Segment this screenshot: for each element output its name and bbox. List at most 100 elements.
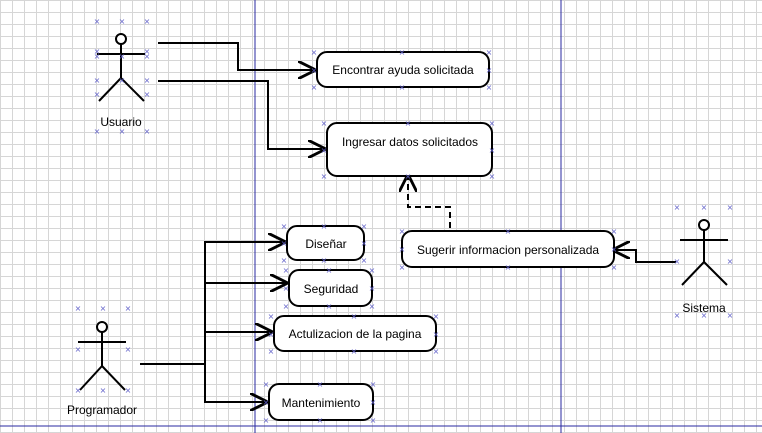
selection-handle-icon: × [370, 416, 377, 425]
usecase-encontrar-ayuda[interactable]: Encontrar ayuda solicitada [316, 51, 490, 88]
assoc-usuario-ingresar-datos[interactable] [158, 80, 324, 149]
selection-handle-icon: × [119, 17, 126, 26]
selection-handle-icon: × [489, 119, 496, 128]
associations [140, 42, 676, 402]
selection-handle-icon: × [144, 52, 151, 61]
selection-handle-icon: × [326, 302, 333, 311]
selection-handle-icon: × [263, 416, 270, 425]
selection-handle-icon: × [125, 386, 132, 395]
selection-handle-icon: × [125, 345, 132, 354]
assoc-sistema-sugerir-info[interactable] [614, 250, 676, 263]
selection-handle-icon: × [486, 83, 493, 92]
selection-handle-icon: × [433, 347, 440, 356]
usecase-box[interactable] [268, 383, 374, 421]
assoc-usuario-encontrar-ayuda[interactable] [158, 42, 314, 70]
selection-handle-icon: × [94, 127, 101, 136]
selection-handle-icon: × [399, 227, 406, 236]
usecase-box[interactable] [326, 122, 493, 177]
selection-handle-icon: × [75, 304, 82, 313]
selection-handle-icon: × [94, 76, 101, 85]
assoc-programador-mantenimiento[interactable] [204, 364, 266, 402]
selection-handle-icon: × [283, 284, 290, 293]
selection-handle-icon: × [399, 263, 406, 272]
selection-handle-icon: × [263, 380, 270, 389]
selection-handle-icon: × [727, 203, 734, 212]
selection-handle-icon: × [505, 227, 512, 236]
selection-handle-icon: × [125, 304, 132, 313]
assoc-programador-disenar[interactable] [140, 242, 284, 365]
selection-handle-icon: × [399, 48, 406, 57]
selection-handle-icon: × [369, 284, 376, 293]
usecase-box[interactable] [273, 315, 437, 352]
selection-handle-icon: × [405, 172, 412, 181]
selection-handle-icon: × [611, 227, 618, 236]
actor-label: Programador [67, 403, 137, 417]
selection-handle-icon: × [370, 398, 377, 407]
actor-sistema[interactable]: Sistema [680, 219, 728, 315]
include-sugerir-ingresar[interactable] [408, 176, 451, 228]
selection-handle-icon: × [489, 146, 496, 155]
selection-handle-icon: × [321, 146, 328, 155]
usecase-label: Mantenimiento [282, 396, 361, 410]
selection-handle-icon: × [268, 347, 275, 356]
usecase-ingresar-datos[interactable]: Ingresar datos solicitados [326, 122, 493, 177]
selection-handle-icon: × [369, 302, 376, 311]
actor-usuario[interactable]: Usuario [97, 33, 145, 129]
stick-figure-icon [97, 33, 145, 102]
actor-label: Sistema [682, 301, 726, 315]
usecase-actualizacion[interactable]: Actulizacion de la pagina [273, 315, 437, 352]
selection-handle-icon: × [281, 256, 288, 265]
selection-handle-icon: × [361, 239, 368, 248]
selection-handle-icon: × [369, 266, 376, 275]
selection-handle-icon: × [701, 311, 708, 320]
selection-handle-icon: × [283, 266, 290, 275]
selection-handles: × × × × × × × × × × × × × × × × × × × × × × × × × × × × × × × × × × × × × × × ×… [75, 17, 734, 425]
selection-handle-icon: × [361, 222, 368, 231]
selection-handle-icon: × [100, 386, 107, 395]
selection-handle-icon: × [727, 311, 734, 320]
selection-handle-icon: × [611, 245, 618, 254]
selection-handle-icon: × [370, 380, 377, 389]
usecase-label: Encontrar ayuda solicitada [332, 63, 474, 77]
usecase-seguridad[interactable]: Seguridad [288, 269, 373, 307]
usecase-box[interactable] [286, 225, 365, 261]
selection-handle-icon: × [486, 48, 493, 57]
selection-handle-icon: × [505, 263, 512, 272]
selection-handle-icon: × [727, 257, 734, 266]
selection-handle-icon: × [311, 66, 318, 75]
selection-handle-icon: × [351, 312, 358, 321]
selection-handle-icon: × [489, 172, 496, 181]
selection-handle-icon: × [405, 119, 412, 128]
usecase-box[interactable] [288, 269, 373, 307]
assoc-programador-actualizacion[interactable] [204, 332, 271, 364]
usecase-label: Ingresar datos solicitados [342, 135, 478, 149]
selection-handle-icon: × [321, 222, 328, 231]
selection-handle-icon: × [351, 347, 358, 356]
selection-handle-icon: × [317, 416, 324, 425]
selection-handle-icon: × [268, 312, 275, 321]
selection-handle-icon: × [311, 83, 318, 92]
selection-handle-icon: × [361, 256, 368, 265]
selection-handle-icon: × [94, 47, 101, 56]
selection-handle-icon: × [674, 203, 681, 212]
actor-programador[interactable]: Programador [67, 321, 137, 417]
usecase-box[interactable] [316, 51, 490, 88]
usecase-box[interactable] [401, 230, 615, 268]
usecase-label: Diseñar [305, 237, 346, 251]
selection-handle-icon: × [321, 119, 328, 128]
usecase-sugerir-info[interactable]: Sugerir informacion personalizada [401, 230, 615, 268]
selection-handle-icon: × [433, 312, 440, 321]
selection-handle-icon: × [317, 380, 324, 389]
selection-handle-icon: × [674, 257, 681, 266]
selection-handle-icon: × [326, 266, 333, 275]
selection-handle-icon: × [75, 345, 82, 354]
selection-handle-icon: × [94, 52, 101, 61]
actor-label: Usuario [100, 115, 142, 129]
selection-handle-icon: × [94, 90, 101, 99]
usecase-mantenimiento[interactable]: Mantenimiento [268, 383, 374, 421]
selection-handle-icon: × [144, 17, 151, 26]
selection-handle-icon: × [399, 245, 406, 254]
usecase-disenar[interactable]: Diseñar [286, 225, 365, 261]
